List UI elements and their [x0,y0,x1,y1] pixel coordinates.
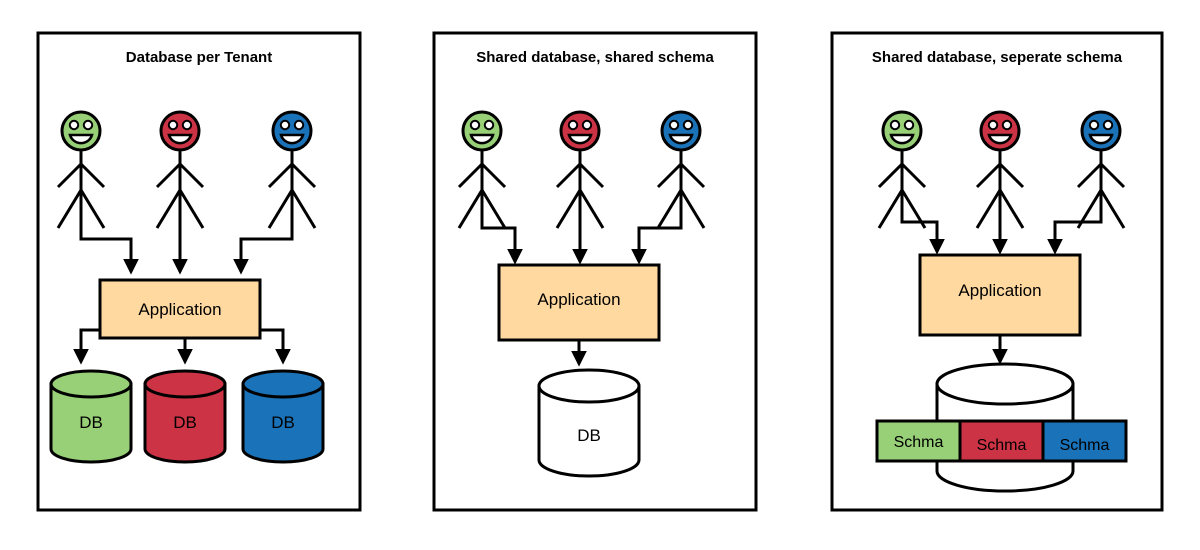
cylinder-body [143,382,227,464]
eye-right-icon [293,119,305,131]
smile-icon [668,133,694,145]
application-box [98,278,262,340]
stick-figure-body [555,150,605,229]
smile-icon [68,133,94,145]
eye-right-icon [82,119,94,131]
connector-blue-to-app [631,207,683,265]
smiley-head-icon [461,110,503,152]
eye-left-icon [68,119,80,131]
schema-box-blue [1041,419,1128,463]
stick-figure-body [267,150,317,229]
tenant-figure-green [457,110,507,229]
panel-database-per-tenant: Database per Tenant [36,31,362,512]
tenant-figure-blue [656,110,706,229]
panel-3-title: Shared database, seperate schema [872,49,1123,66]
stick-figure-body [1076,150,1126,229]
application-label: Application [537,290,620,309]
smile-icon [567,133,593,145]
connector-blue-to-app [233,207,294,275]
eye-left-icon [279,119,291,131]
smiley-head-icon [881,110,923,152]
eye-right-icon [581,119,593,131]
cylinder-body [241,382,325,464]
eye-left-icon [987,119,999,131]
eye-right-icon [1001,119,1013,131]
eye-left-icon [567,119,579,131]
tenant-figure-green [56,110,106,229]
cylinder-body [537,384,641,478]
smile-icon [469,133,495,145]
tenant-figure-blue [267,110,317,229]
connector-green-to-app [900,207,945,255]
database-label: DB [577,426,601,445]
stick-figure-body [457,150,507,229]
schema-label: Schma [1060,437,1110,454]
tenant-figure-red [975,110,1025,229]
smiley-head-icon [979,110,1021,152]
cylinder-top [935,362,1075,406]
cylinder-top [143,369,227,399]
database-cylinder-shared: DB [537,368,641,478]
database-cylinder-green: DB [49,369,133,464]
eye-right-icon [903,119,915,131]
stick-figure-body [56,150,106,229]
application-label: Application [958,281,1041,300]
smiley-head-icon [1080,110,1122,152]
connector-blue-to-app [1047,207,1103,255]
tenant-figure-red [155,110,205,229]
cylinder-body [49,382,133,464]
eye-left-icon [167,119,179,131]
smile-icon [279,133,305,145]
cylinder-top [49,369,133,399]
connector-app-to-db-blue [260,328,291,365]
smile-icon [167,133,193,145]
panel-shared-database-shared-schema: Shared database, shared schema [432,31,758,512]
schema-box-green [875,419,962,463]
eye-right-icon [1102,119,1114,131]
stick-figure-body [656,150,706,229]
stick-figure-body [975,150,1025,229]
smile-icon [987,133,1013,145]
connector-green-to-app [480,207,523,265]
smile-icon [889,133,915,145]
schema-label: Schma [894,434,944,451]
database-cylinder-blue: DB [241,369,325,464]
database-label: DB [271,413,295,432]
panel-1-title: Database per Tenant [126,49,272,66]
cylinder-top [537,368,641,404]
eye-right-icon [682,119,694,131]
schema-label: Schma [977,437,1027,454]
tenant-figure-red [555,110,605,229]
eye-left-icon [1088,119,1100,131]
cylinder-top [241,369,325,399]
eye-right-icon [483,119,495,131]
eye-left-icon [668,119,680,131]
application-box [497,263,661,342]
eye-left-icon [469,119,481,131]
eye-right-icon [181,119,193,131]
smiley-head-icon [271,110,313,152]
smiley-head-icon [660,110,702,152]
tenant-figure-blue [1076,110,1126,229]
panel-2-title: Shared database, shared schema [476,49,714,66]
connector-app-to-db-green [73,328,100,365]
application-label: Application [138,300,221,319]
eye-left-icon [889,119,901,131]
connector-green-to-app [79,207,139,275]
smile-icon [1088,133,1114,145]
panel-shared-database-seperate-schema: Shared database, seperate schema [830,31,1164,512]
smiley-head-icon [559,110,601,152]
database-label: DB [173,413,197,432]
smiley-head-icon [159,110,201,152]
stick-figure-body [155,150,205,229]
database-label: DB [79,413,103,432]
schema-boxes: Schma Schma Schma [875,419,1128,463]
smiley-head-icon [60,110,102,152]
database-cylinder-red: DB [143,369,227,464]
